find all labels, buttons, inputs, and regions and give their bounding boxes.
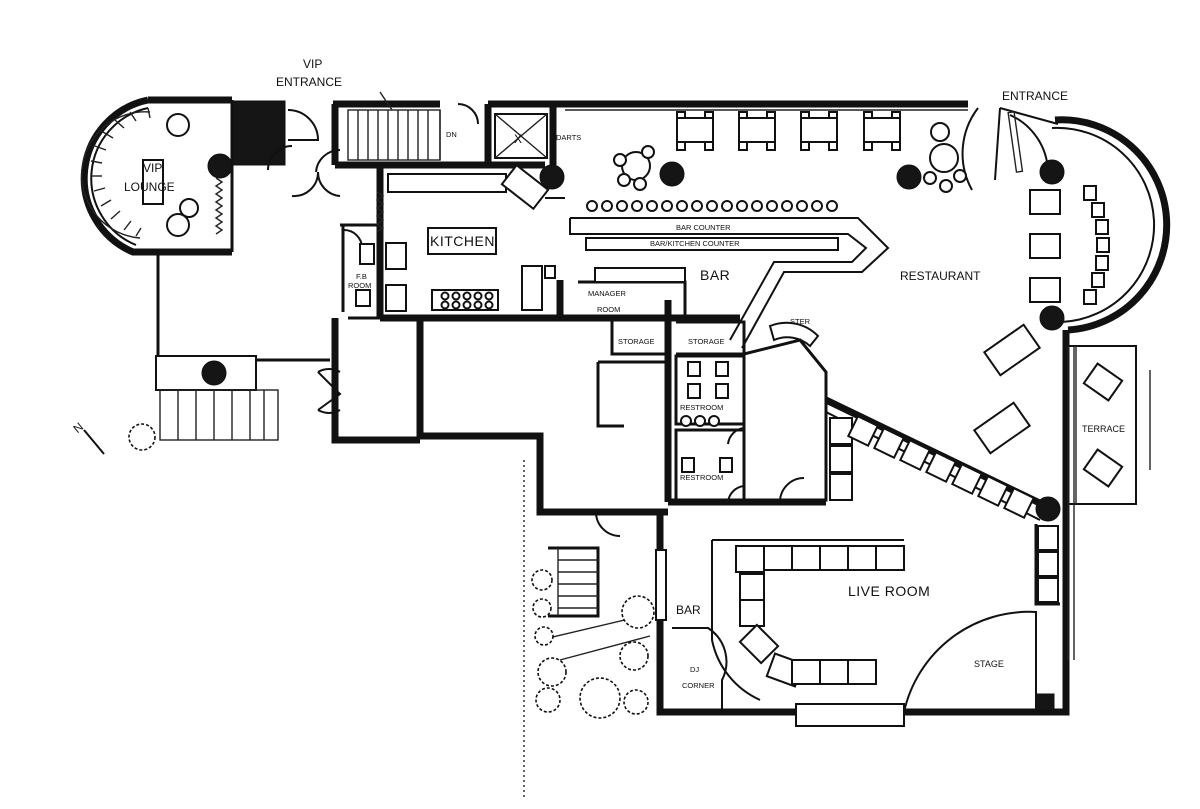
stage-label: STAGE [974,659,1004,669]
restaurant-tables-side [972,189,1061,455]
svg-text:N: N [70,420,86,436]
live-room [655,330,1070,727]
vip-entrance-block [232,100,286,166]
vip-entrance-doors [267,109,341,198]
storage-left-label: STORAGE [618,337,655,346]
darts-box: X [494,113,548,159]
fire-room-label-1: F.B [356,272,367,281]
bar-label: BAR [700,267,730,283]
trees [531,569,655,719]
curve-booth-seats [1083,185,1110,305]
darts-label: DARTS [556,133,581,142]
stair-area [742,321,828,504]
kitchen-area [376,163,565,322]
bar-lower-label: BAR [676,603,701,617]
kitchen-label: KITCHEN [430,233,495,249]
outdoor-stairs [523,460,651,800]
bar-counter [569,217,890,349]
vip-entrance-label-2: ENTRANCE [276,75,342,89]
live-room-label: LIVE ROOM [848,583,930,599]
restroom-upper-label: RESTROOM [680,403,723,412]
vip-lounge-area [80,96,234,256]
manager-room-label-1: MANAGER [588,289,627,298]
storage-rooms [610,320,746,356]
dj-corner-label-2: CORNER [682,681,715,690]
vip-lounge-label-1: VIP [143,161,162,175]
bar-kitchen-counter-label: BAR/KITCHEN COUNTER [650,239,740,248]
terrace-label: TERRACE [1082,424,1125,434]
fire-room [340,223,378,312]
dj-corner-label-1: DJ [690,665,699,674]
restaurant-label: RESTAURANT [900,269,981,283]
entrance-label: ENTRANCE [1002,89,1068,103]
dn-label: DN [446,130,457,139]
svg-text:X: X [514,132,522,146]
staircase-dn [347,91,441,161]
bar-stools [586,200,838,212]
bar-counter-label: BAR COUNTER [676,223,731,232]
storage-right-label: STORAGE [688,337,725,346]
restroom-lower-label: RESTROOM [680,473,723,482]
stair-label: STER [790,317,811,326]
manager-room-label-2: ROOM [597,305,620,314]
round-tables [613,122,967,193]
left-lower-area [128,252,668,537]
north-arrow: N [70,420,105,455]
restaurant-tables-top [676,111,901,151]
vip-lounge-label-2: LOUNGE [124,180,175,194]
terrace [1067,345,1151,660]
fire-room-label-2: ROOM [348,281,371,290]
vip-entrance-label-1: VIP [303,57,322,71]
